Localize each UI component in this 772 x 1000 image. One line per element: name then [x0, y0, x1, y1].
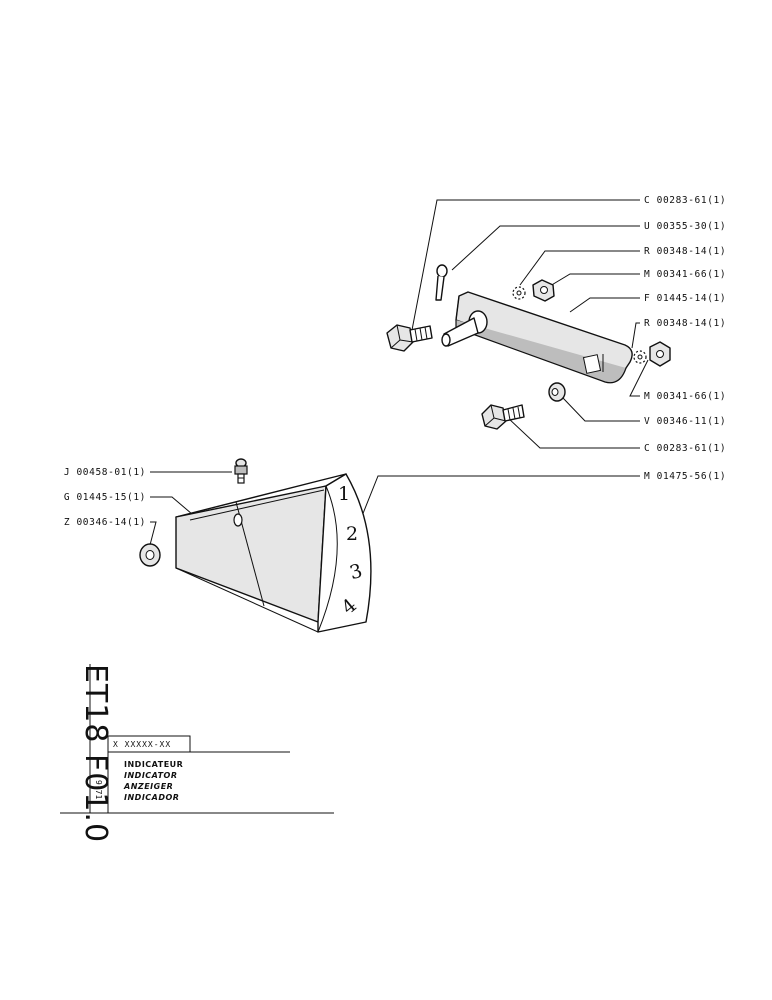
drawing-date: 9-71: [94, 780, 103, 799]
callout-label: Z 00346-14(1): [64, 517, 146, 528]
callout-label: G 01445-15(1): [64, 492, 146, 503]
dial-number: 3: [347, 560, 364, 584]
callouts-left: J 00458-01(1) G 01445-15(1) Z 00346-14(1…: [64, 467, 146, 528]
part-name-de: ANZEIGER: [123, 782, 173, 791]
callout-label: F 01445-14(1): [644, 293, 726, 304]
lever-plate: [441, 291, 633, 384]
callout-label: U 00355-30(1): [644, 221, 726, 232]
grease-nipple: [234, 458, 248, 484]
callout-label: J 00458-01(1): [64, 467, 146, 478]
part-name-es: INDICADOR: [124, 793, 179, 802]
callout-label: M 00341-66(1): [644, 269, 726, 280]
dial-number: 2: [346, 523, 358, 545]
title-block: ET18 F01.0 9-71 X XXXXX-XX INDICATEUR IN…: [60, 664, 334, 843]
dial-number: 1: [338, 483, 350, 505]
callouts-right: C 00283-61(1) U 00355-30(1) R 00348-14(1…: [644, 195, 726, 482]
callout-label: R 00348-14(1): [644, 318, 726, 329]
callout-label: C 00283-61(1): [644, 195, 726, 206]
callout-label: R 00348-14(1): [644, 246, 726, 257]
callout-label: M 01475-56(1): [644, 471, 726, 482]
hex-bolt-top: [386, 324, 433, 352]
drawing-code: ET18 F01.0: [78, 664, 113, 843]
reference-number: X XXXXX-XX: [113, 740, 171, 749]
lock-washer-top: [512, 286, 526, 300]
leader-lines: [149, 199, 649, 546]
spacer-washer: [548, 382, 566, 402]
callout-label: C 00283-61(1): [644, 443, 726, 454]
part-name-fr: INDICATEUR: [124, 760, 183, 769]
callout-label: M 00341-66(1): [644, 391, 726, 402]
dial-numbers: 1 2 3 4: [338, 483, 365, 619]
callout-label: V 00346-11(1): [644, 416, 726, 427]
hex-nut-right: [649, 341, 671, 367]
hex-nut-top: [532, 279, 555, 302]
hex-bolt-lower: [481, 404, 525, 430]
cotter-pin: [435, 264, 448, 301]
flat-washer: [139, 543, 161, 567]
lock-washer-right: [633, 350, 647, 364]
indicator-housing: [175, 473, 372, 633]
part-name-en: INDICATOR: [124, 771, 178, 780]
